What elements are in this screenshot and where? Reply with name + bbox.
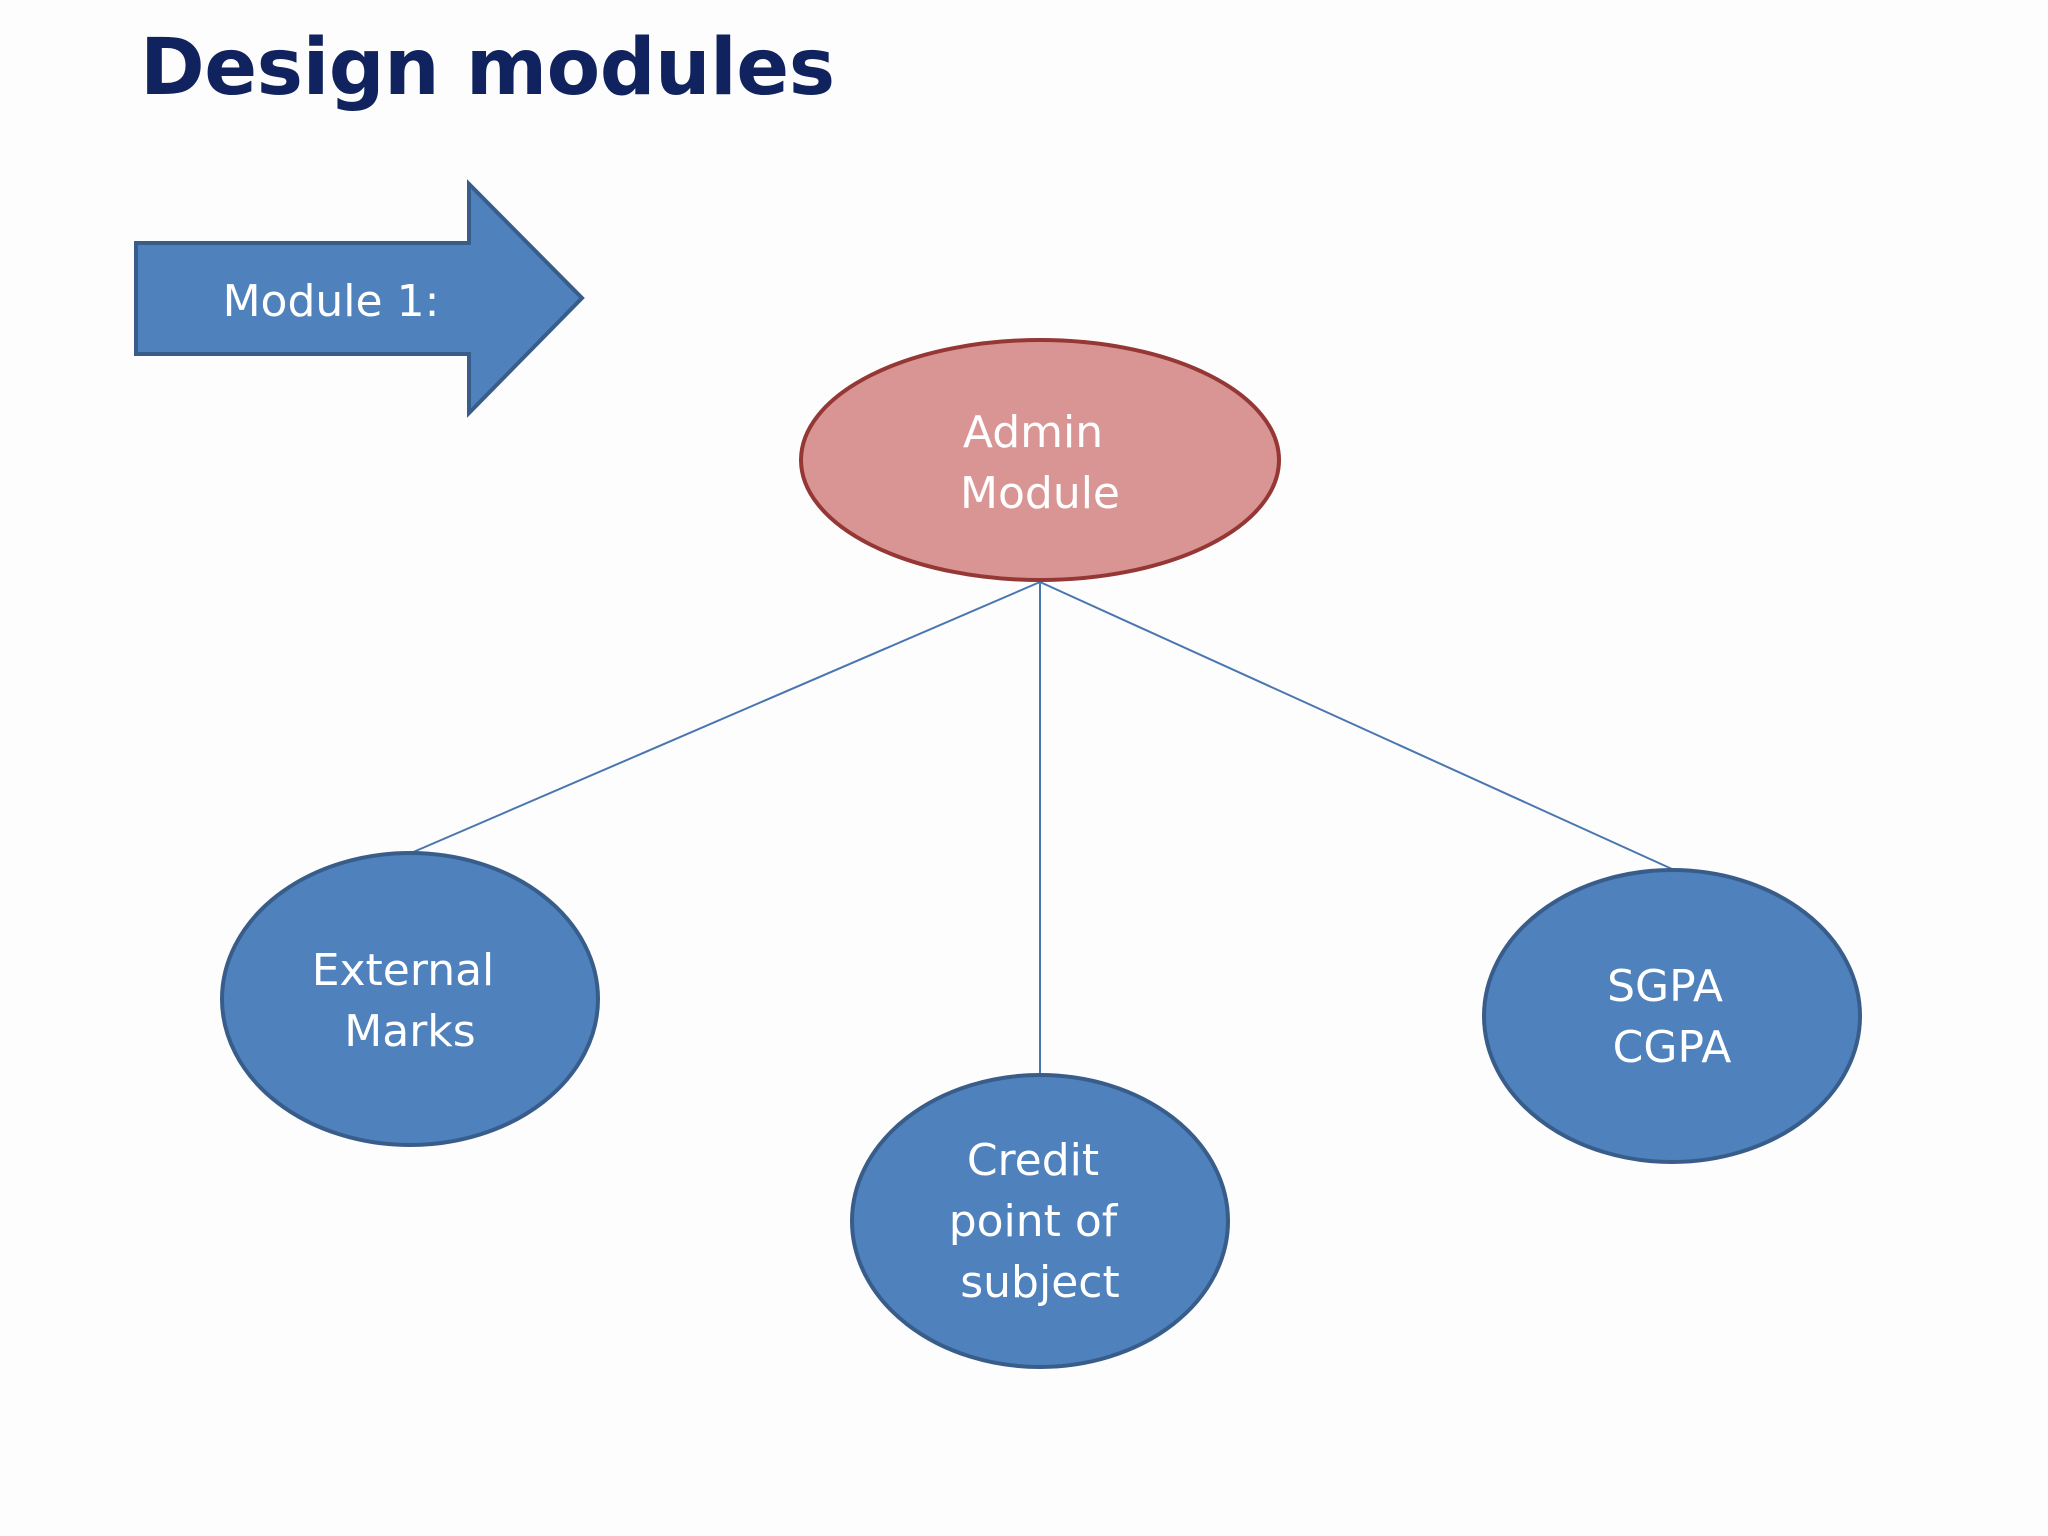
sgpa-cgpa-ellipse: [1482, 868, 1862, 1164]
right-arrow-shape: [134, 179, 585, 418]
page-title: Design modules: [140, 23, 835, 113]
credit-point-line-2: point of: [949, 1196, 1119, 1247]
external-marks-line-2: Marks: [344, 1006, 475, 1057]
credit-point-ellipse: [850, 1073, 1230, 1369]
node-admin-module: Admin Module: [799, 338, 1281, 582]
sgpa-cgpa-label: SGPA CGPA: [1607, 961, 1737, 1073]
node-credit-point: Credit point of subject: [850, 1073, 1230, 1369]
external-marks-label: External Marks: [312, 945, 509, 1057]
credit-point-line-1: Credit: [967, 1135, 1099, 1186]
external-marks-ellipse: [220, 851, 600, 1147]
connector-admin-sgpa: [1039, 581, 1673, 870]
admin-module-line-2: Module: [960, 468, 1120, 519]
credit-point-line-3: subject: [960, 1257, 1119, 1308]
node-external-marks: External Marks: [220, 851, 600, 1147]
arrow-label: Module 1:: [223, 276, 440, 327]
admin-module-label: Admin Module: [960, 407, 1120, 519]
module-arrow: Module 1:: [134, 179, 585, 418]
admin-module-ellipse: [799, 338, 1281, 582]
connector-admin-external: [410, 581, 1041, 854]
sgpa-cgpa-line-1: SGPA: [1607, 961, 1723, 1012]
node-sgpa-cgpa: SGPA CGPA: [1482, 868, 1862, 1164]
external-marks-line-1: External: [312, 945, 495, 996]
credit-point-label: Credit point of subject: [949, 1135, 1132, 1308]
admin-module-line-1: Admin: [963, 407, 1103, 458]
sgpa-cgpa-line-2: CGPA: [1613, 1022, 1732, 1073]
